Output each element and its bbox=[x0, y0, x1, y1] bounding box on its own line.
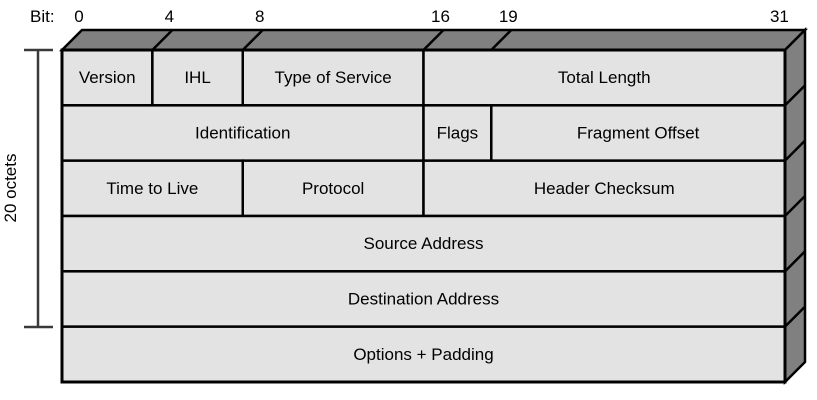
box-front-face-border bbox=[60, 48, 787, 384]
bit-tick-mark bbox=[241, 29, 264, 51]
header-field-label: Time to Live bbox=[106, 179, 198, 198]
bit-ruler: Bit: 0 4 8 16 19 31 bbox=[30, 7, 789, 26]
header-field-label: Version bbox=[79, 68, 136, 87]
header-field[interactable]: Total Length bbox=[422, 48, 787, 107]
header-field-label: Destination Address bbox=[348, 289, 499, 308]
bit-ruler-caption: Bit: bbox=[30, 7, 55, 26]
side-face-row-separator bbox=[784, 84, 806, 107]
side-face-row-separator bbox=[784, 195, 806, 217]
header-field[interactable]: Header Checksum bbox=[422, 159, 787, 218]
side-face-row-separator bbox=[784, 305, 806, 328]
header-field[interactable]: Protocol bbox=[241, 159, 425, 218]
bit-tick-label: 16 bbox=[431, 7, 450, 26]
box-right-face-tick-group bbox=[784, 84, 806, 328]
header-field-label: Identification bbox=[195, 123, 290, 142]
header-field-box bbox=[60, 159, 244, 218]
header-field[interactable]: Version bbox=[60, 48, 154, 107]
header-field[interactable]: Options + Padding bbox=[60, 325, 787, 384]
bit-tick-label: 8 bbox=[255, 7, 264, 26]
header-field-box bbox=[422, 104, 493, 162]
header-field-label: Header Checksum bbox=[534, 179, 675, 198]
size-bracket-group: 20 octets bbox=[1, 48, 53, 329]
header-field[interactable]: Destination Address bbox=[60, 270, 787, 328]
bit-tick-mark bbox=[490, 29, 513, 51]
header-field-label: Protocol bbox=[302, 179, 364, 198]
header-field[interactable]: Identification bbox=[60, 104, 425, 162]
header-field-label: Options + Padding bbox=[353, 345, 493, 364]
bit-tick-mark bbox=[151, 29, 174, 51]
box-right-face-group bbox=[783, 26, 807, 386]
header-field-box bbox=[60, 214, 787, 273]
header-field-box bbox=[241, 159, 425, 218]
box-top-face-tick-group bbox=[151, 29, 513, 51]
bit-tick-mark bbox=[422, 29, 445, 51]
size-bracket-label: 20 octets bbox=[1, 154, 20, 223]
header-field[interactable]: Source Address bbox=[60, 214, 787, 273]
header-field[interactable]: Flags bbox=[422, 104, 493, 162]
header-cells-group: Version IHL Type of Service Total LengthIde… bbox=[60, 48, 787, 384]
header-field-label: Fragment Offset bbox=[577, 123, 700, 142]
box-top-face-group bbox=[58, 28, 809, 52]
side-face-row-separator bbox=[784, 250, 806, 273]
bit-tick-label: 19 bbox=[499, 7, 518, 26]
header-field-label: IHL bbox=[184, 68, 210, 87]
header-field-label: Type of Service bbox=[275, 68, 392, 87]
header-field-label: Flags bbox=[437, 123, 479, 142]
header-field-box bbox=[422, 48, 787, 107]
header-field-box bbox=[60, 325, 787, 384]
header-field[interactable]: Fragment Offset bbox=[490, 104, 787, 162]
bit-tick-label: 0 bbox=[74, 7, 83, 26]
side-face-row-separator bbox=[784, 139, 806, 162]
header-field-label: Total Length bbox=[558, 68, 651, 87]
header-field-box bbox=[241, 48, 425, 107]
bit-tick-label: 4 bbox=[165, 7, 174, 26]
header-field[interactable]: IHL bbox=[151, 48, 244, 107]
bit-tick-label: 31 bbox=[770, 7, 789, 26]
header-field-label: Source Address bbox=[363, 234, 483, 253]
header-field[interactable]: Time to Live bbox=[60, 159, 244, 218]
header-field[interactable]: Type of Service bbox=[241, 48, 425, 107]
header-field-box bbox=[60, 270, 787, 328]
